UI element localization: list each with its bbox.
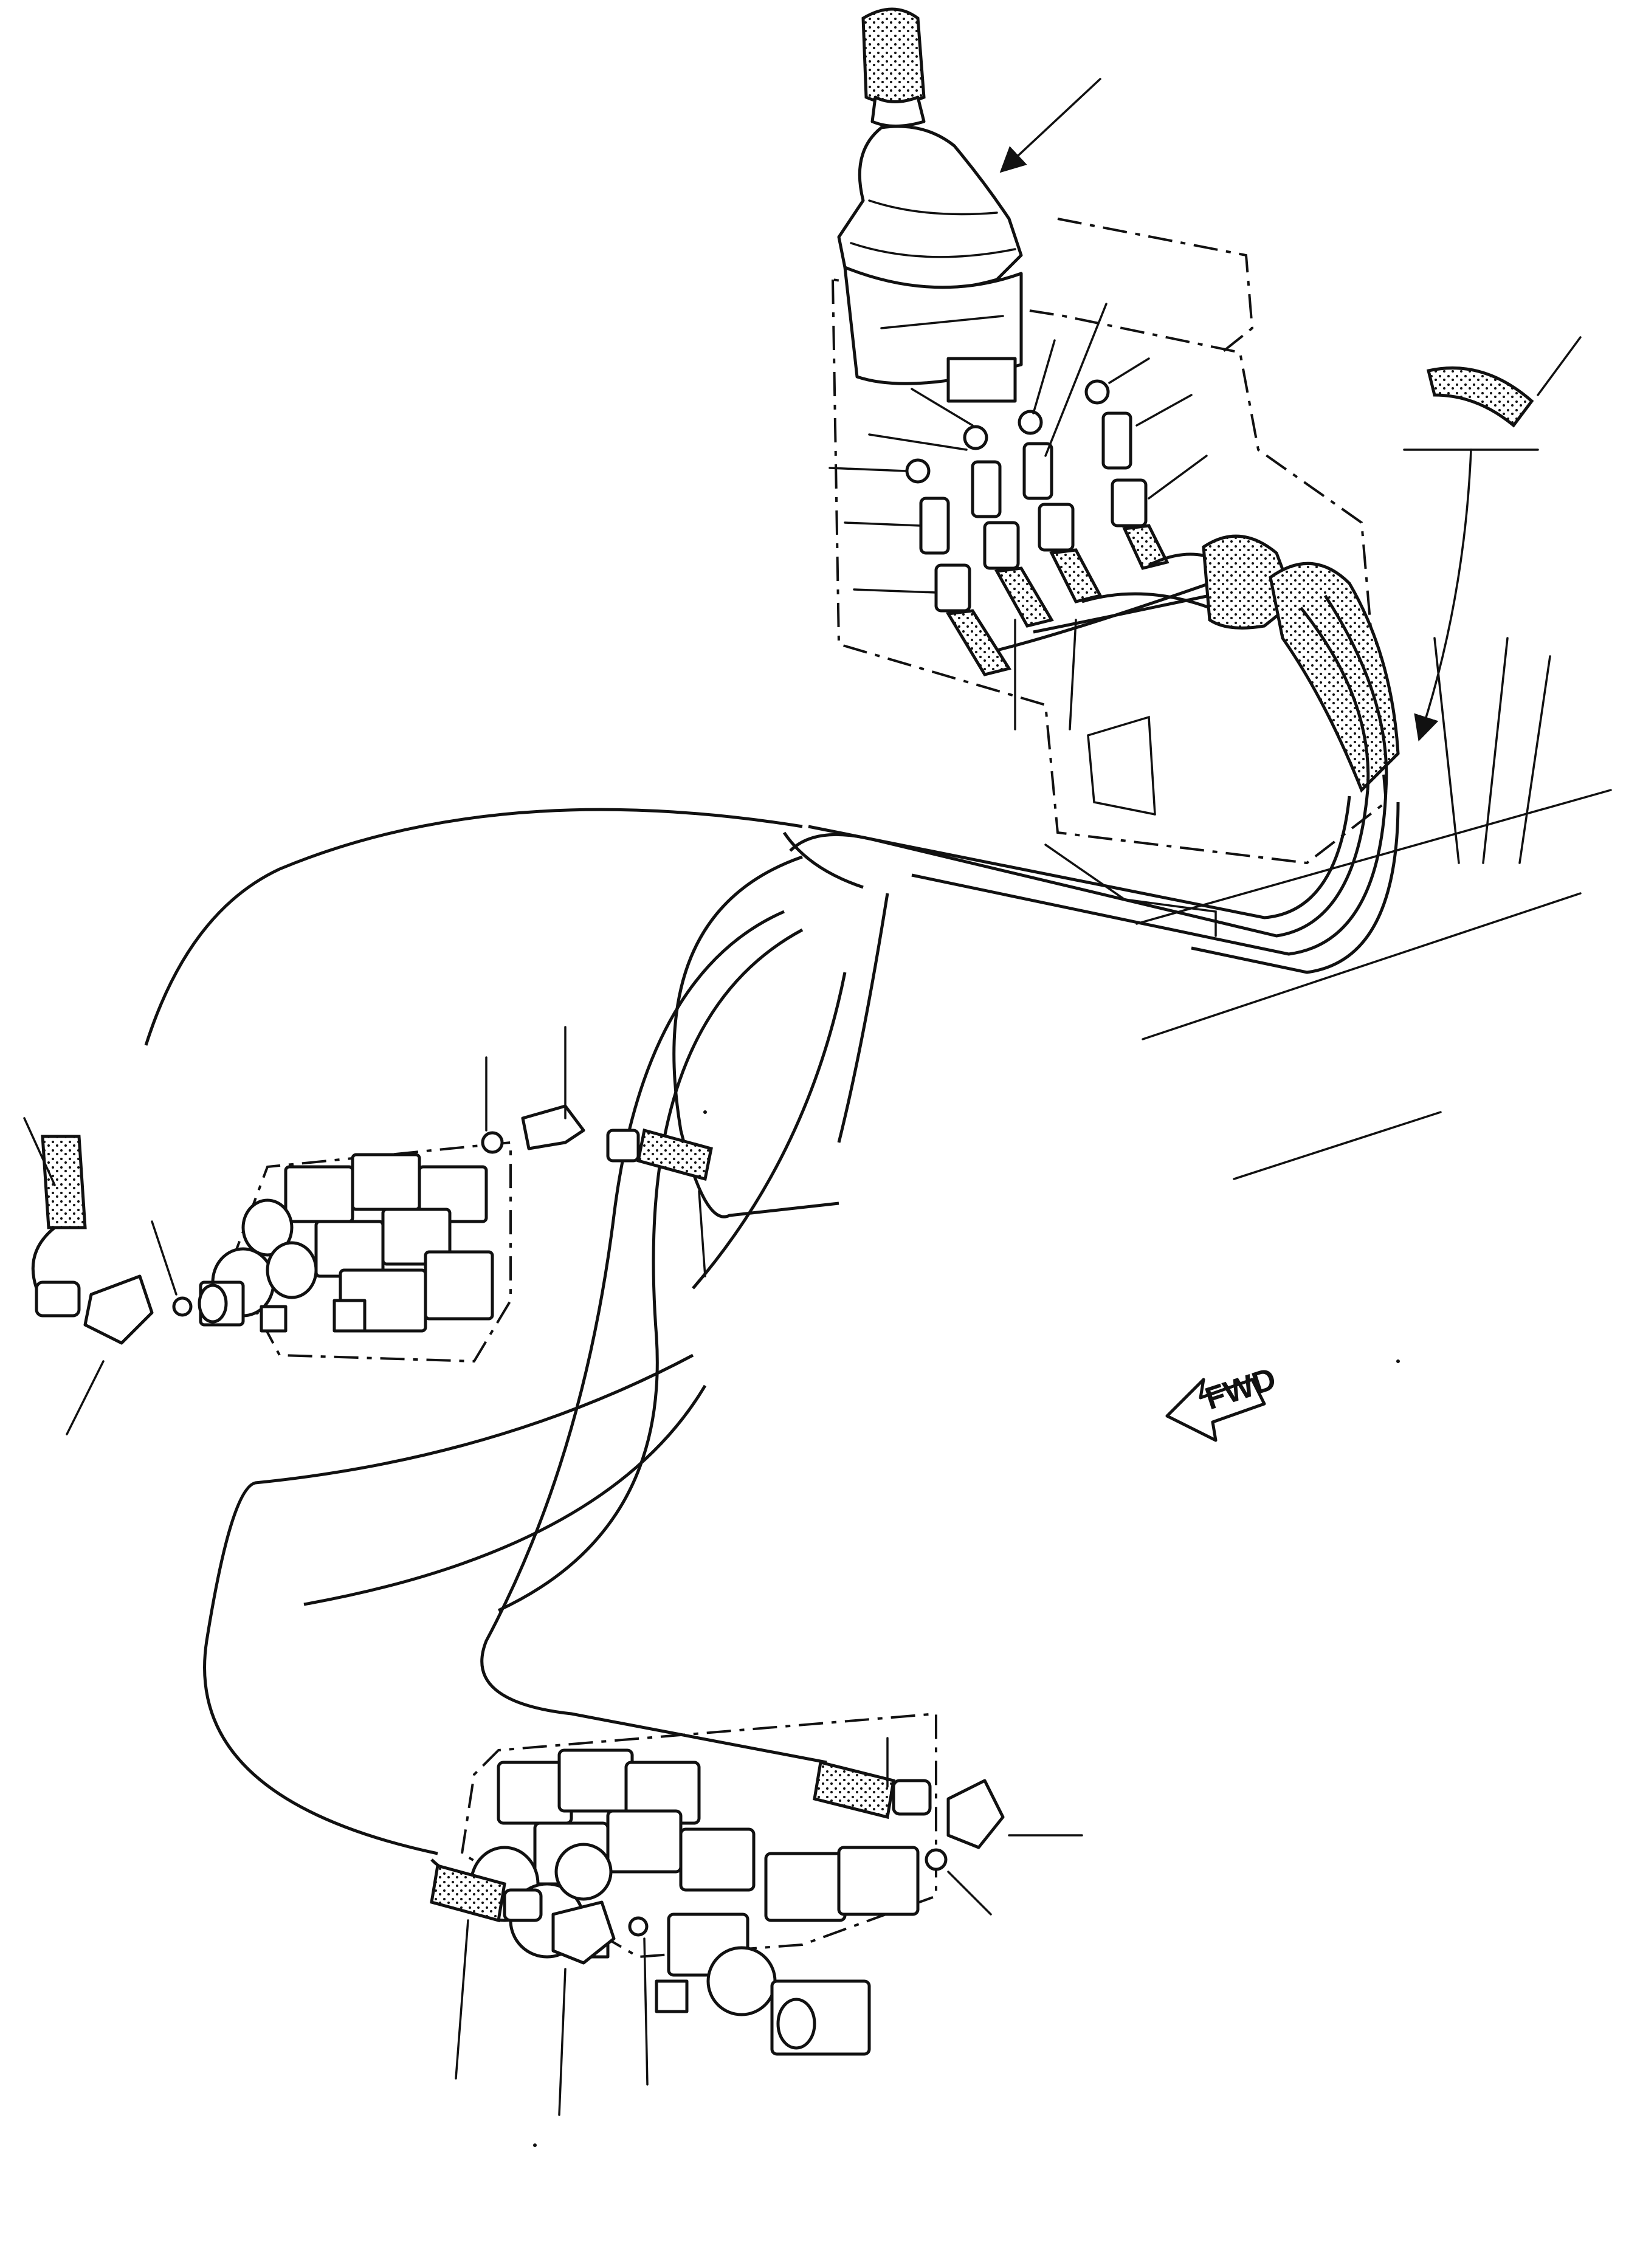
joystick-assembly xyxy=(831,7,1388,865)
o-ring xyxy=(1018,410,1043,435)
control-valve-upper xyxy=(198,1141,512,1363)
joystick-boot xyxy=(837,125,1023,291)
upper-valve-fittings-left xyxy=(23,1117,193,1435)
upper-valve-fittings-right xyxy=(481,1026,713,1277)
control-valve-lower xyxy=(460,1712,937,2056)
ring-callout-leader xyxy=(1537,336,1582,396)
joystick-callout-leader xyxy=(999,78,1101,173)
lower-valve-fittings-left xyxy=(430,1863,649,2116)
o-ring xyxy=(1084,379,1110,405)
o-ring xyxy=(963,425,988,450)
lower-valve-fittings-right xyxy=(813,1737,1083,1916)
hose-bundle xyxy=(789,534,1400,974)
long-hoses xyxy=(144,808,889,1892)
hose-ring-clamp xyxy=(1403,336,1582,742)
floor-frame xyxy=(1044,637,1612,1180)
o-ring xyxy=(905,458,931,484)
pilot-fittings xyxy=(829,303,1208,730)
joystick-grip xyxy=(861,7,926,105)
forward-direction-arrow: FWD xyxy=(1165,1361,1280,1442)
